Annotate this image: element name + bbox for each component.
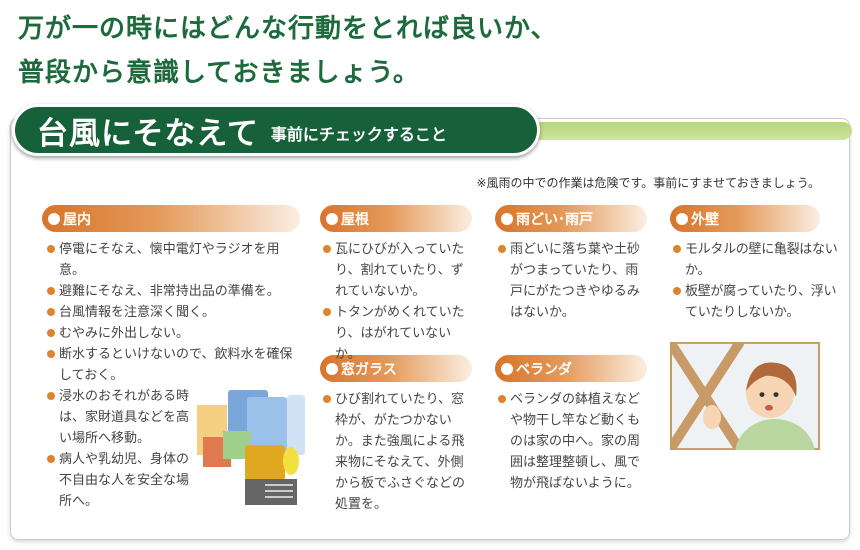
list-item: ベランダの鉢植えなどや物干し竿など動くものは家の中へ。家の周囲は整理整頓し、風で… [497,389,647,494]
section-header-roof: 屋根 [320,205,472,232]
lead-line-2: 普段から意識しておきましょう。 [18,58,420,88]
section-header-gutter: 雨どい･雨戸 [495,205,647,232]
banner: 台風にそなえて 事前にチェックすること [12,104,540,156]
gutter-list: 雨どいに落ち葉や土砂がつまっていたり、雨戸にがたつきやゆるみはないか。 [497,239,647,323]
section-header-wall: 外壁 [670,205,820,232]
banner-subtitle: 事前にチェックすること [270,125,447,144]
wall-list: モルタルの壁に亀裂はないか。 板壁が腐っていたり、浮いていたりしないか。 [672,239,840,323]
list-item: トタンがめくれていたり、はがれていないか。 [322,302,472,365]
bullet-icon [48,212,60,225]
bullet-icon [326,212,338,225]
bullet-icon [501,212,513,225]
list-item: 断水するといけないので、飲料水を確保しておく。 [46,344,304,386]
list-item: 板壁が腐っていたり、浮いていたりしないか。 [672,281,840,323]
indoor-list: 停電にそなえ、懐中電灯やラジオを用意。 避難にそなえ、非常持出品の準備を。 台風… [46,239,304,512]
list-item: 停電にそなえ、懐中電灯やラジオを用意。 [46,239,304,281]
section-title: 屋根 [341,211,369,228]
section-header-veranda: ベランダ [495,355,647,382]
section-title: 窓ガラス [341,361,397,378]
list-item: 病人や乳幼児、身体の不自由な人を安全な場所へ。 [46,449,196,512]
emergency-supplies-illustration [197,390,305,505]
section-header-indoor: 屋内 [42,205,300,232]
section-title: 雨どい･雨戸 [516,211,593,228]
lead-line-1: 万が一の時にはどんな行動をとれば良いか、 [18,14,558,44]
list-item: ひび割れていたり、窓枠が、がたつかないか。また強風による飛来物にそなえて、外側か… [322,389,472,515]
woman-at-window-illustration [670,342,820,450]
bullet-icon [326,362,338,375]
section-header-window: 窓ガラス [320,355,472,382]
list-item: モルタルの壁に亀裂はないか。 [672,239,840,281]
section-title: 屋内 [63,211,91,228]
bullet-icon [501,362,513,375]
veranda-list: ベランダの鉢植えなどや物干し竿など動くものは家の中へ。家の周囲は整理整頓し、風で… [497,389,647,494]
list-item: むやみに外出しない。 [46,323,304,344]
section-title: ベランダ [516,361,572,378]
list-item: 台風情報を注意深く聞く。 [46,302,304,323]
section-title: 外壁 [691,211,719,228]
bullet-icon [676,212,688,225]
checklist-card [10,118,850,540]
list-item: 浸水のおそれがある時は、家財道具などを高い場所へ移動。 [46,386,196,449]
list-item: 瓦にひびが入っていたり、割れていたり、ずれていないか。 [322,239,472,302]
window-list: ひび割れていたり、窓枠が、がたつかないか。また強風による飛来物にそなえて、外側か… [322,389,472,515]
list-item: 雨どいに落ち葉や土砂がつまっていたり、雨戸にがたつきやゆるみはないか。 [497,239,647,323]
caution-note: ※風雨の中での作業は危険です。事前にすませておきましょう。 [476,176,820,190]
banner-accent-bar [520,122,852,140]
list-item: 避難にそなえ、非常持出品の準備を。 [46,281,304,302]
banner-title: 台風にそなえて [37,115,259,152]
roof-list: 瓦にひびが入っていたり、割れていたり、ずれていないか。 トタンがめくれていたり、… [322,239,472,365]
